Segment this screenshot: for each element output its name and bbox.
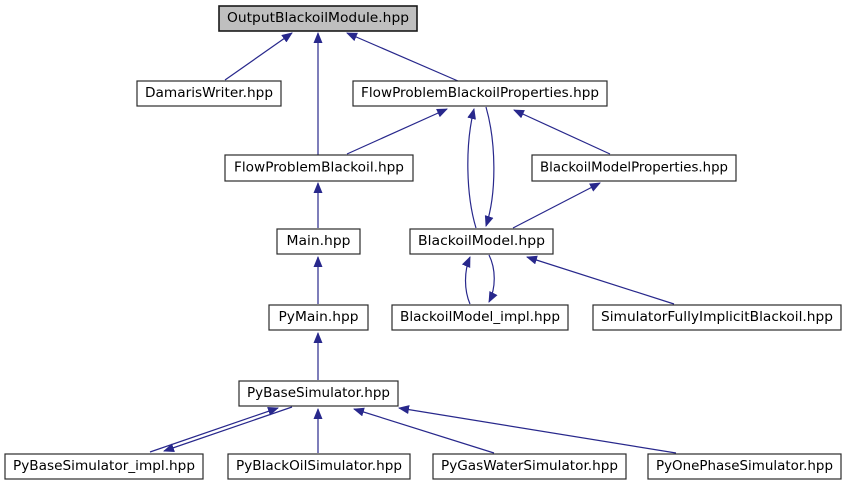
edge-pybasesimulator-to-pybasesimulatorimpl bbox=[163, 406, 293, 453]
node-damaris-writer[interactable]: DamarisWriter.hpp bbox=[136, 80, 282, 107]
node-label: BlackoilModel.hpp bbox=[418, 234, 545, 249]
node-blackoil-model[interactable]: BlackoilModel.hpp bbox=[409, 228, 554, 255]
node-label: FlowProblemBlackoilProperties.hpp bbox=[361, 86, 599, 101]
edge-blackoilmodelproperties-to-flowproblemblackoilproperties bbox=[513, 109, 611, 155]
edge-flowproblemblackoilproperties-to-blackoilmodel bbox=[484, 106, 495, 227]
edge-damariswriter-to-outputblackoilmodule bbox=[224, 32, 293, 81]
node-box bbox=[592, 304, 842, 331]
node-box bbox=[432, 453, 627, 480]
node-py-gaswater-simulator[interactable]: PyGasWaterSimulator.hpp bbox=[432, 453, 627, 480]
node-box bbox=[136, 80, 282, 107]
edge-pygaswatersimulator-to-pybasesimulator bbox=[353, 407, 495, 454]
node-label: DamarisWriter.hpp bbox=[145, 86, 273, 101]
node-label: SimulatorFullyImplicitBlackoil.hpp bbox=[601, 310, 833, 325]
node-blackoil-model-impl[interactable]: BlackoilModel_impl.hpp bbox=[391, 304, 569, 331]
node-box bbox=[647, 453, 842, 480]
node-label: PyGasWaterSimulator.hpp bbox=[441, 459, 618, 474]
node-output-blackoil-module[interactable]: OutputBlackoilModule.hpp bbox=[218, 5, 418, 32]
node-label: FlowProblemBlackoil.hpp bbox=[234, 161, 404, 176]
edge-pybasesimulatorimpl-to-pybasesimulator bbox=[149, 406, 279, 453]
node-box bbox=[352, 80, 608, 107]
edge-pyonephasesimulator-to-pybasesimulator bbox=[398, 405, 677, 454]
edge-flowproblemblackoil-to-flowproblemblackoilproperties bbox=[346, 108, 448, 155]
node-pymain[interactable]: PyMain.hpp bbox=[268, 304, 369, 331]
node-box bbox=[218, 5, 418, 32]
node-flow-problem-blackoil-properties[interactable]: FlowProblemBlackoilProperties.hpp bbox=[352, 80, 608, 107]
node-py-onephase-simulator[interactable]: PyOnePhaseSimulator.hpp bbox=[647, 453, 842, 480]
edge-flowproblemblackoilproperties-to-outputblackoilmodule bbox=[346, 32, 459, 82]
node-box bbox=[4, 453, 204, 480]
node-label: BlackoilModel_impl.hpp bbox=[400, 310, 560, 325]
node-box bbox=[276, 228, 361, 255]
node-blackoil-model-properties[interactable]: BlackoilModelProperties.hpp bbox=[531, 154, 737, 182]
node-main[interactable]: Main.hpp bbox=[276, 228, 361, 255]
node-label: PyMain.hpp bbox=[279, 310, 359, 325]
edge-blackoilmodel-to-blackoilmodelimpl bbox=[488, 254, 498, 303]
node-box bbox=[227, 453, 411, 480]
node-py-base-simulator[interactable]: PyBaseSimulator.hpp bbox=[238, 380, 399, 407]
node-box bbox=[224, 154, 414, 182]
node-label: OutputBlackoilModule.hpp bbox=[227, 11, 409, 26]
node-py-base-simulator-impl[interactable]: PyBaseSimulator_impl.hpp bbox=[4, 453, 204, 480]
edge-blackoilmodel-to-flowproblemblackoilproperties bbox=[467, 108, 477, 229]
edge-blackoilmodel-to-blackoilmodelproperties bbox=[512, 182, 601, 229]
node-label: PyBlackOilSimulator.hpp bbox=[236, 459, 402, 474]
node-simulator-fully-implicit-blackoil[interactable]: SimulatorFullyImplicitBlackoil.hpp bbox=[592, 304, 842, 331]
node-box bbox=[238, 380, 399, 407]
node-box bbox=[268, 304, 369, 331]
node-box bbox=[531, 154, 737, 182]
node-label: PyOnePhaseSimulator.hpp bbox=[656, 459, 833, 474]
edge-simulatorfullyimplicitblackoil-to-blackoilmodel bbox=[526, 255, 675, 305]
node-box bbox=[409, 228, 554, 255]
node-label: BlackoilModelProperties.hpp bbox=[540, 161, 728, 176]
node-label: Main.hpp bbox=[287, 234, 351, 249]
node-box bbox=[391, 304, 569, 331]
edge-blackoilmodelimpl-to-blackoilmodel bbox=[461, 256, 471, 305]
node-py-blackoil-simulator[interactable]: PyBlackOilSimulator.hpp bbox=[227, 453, 411, 480]
node-label: PyBaseSimulator_impl.hpp bbox=[13, 459, 195, 474]
node-label: PyBaseSimulator.hpp bbox=[247, 386, 390, 401]
node-flow-problem-blackoil[interactable]: FlowProblemBlackoil.hpp bbox=[224, 154, 414, 182]
